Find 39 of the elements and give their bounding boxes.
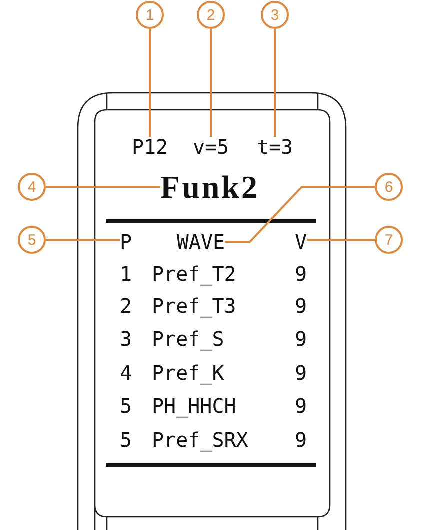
value-text: 9 (294, 396, 308, 416)
row-number: 4 (120, 363, 132, 383)
column-header: WAVE (176, 232, 226, 252)
status-text: t=3 (256, 137, 294, 157)
status-text: P12 (132, 137, 168, 157)
wave-name: Pref_T2 (152, 264, 236, 284)
value-text: 9 (294, 296, 308, 316)
callout-number: 2 (197, 1, 225, 29)
callout-number: 7 (375, 226, 403, 254)
callout-number: 4 (18, 173, 46, 201)
row-number: 2 (120, 296, 132, 316)
status-text: v=5 (192, 137, 230, 157)
program-title: Funk2 (160, 171, 260, 203)
value-text: 9 (294, 430, 308, 450)
callout-number: 6 (375, 173, 403, 201)
value-text: 9 (294, 363, 308, 383)
value-text: 9 (294, 264, 308, 284)
leader-line (46, 186, 161, 188)
wave-name: Pref_T3 (152, 296, 236, 316)
leader-line (210, 29, 212, 137)
leader-line (225, 186, 375, 243)
leader-line (149, 29, 151, 137)
leader-line (46, 239, 120, 241)
row-number: 5 (120, 396, 132, 416)
value-text: 9 (294, 329, 308, 349)
row-number: 1 (120, 264, 132, 284)
leader-line (274, 29, 276, 137)
callout-number: 3 (261, 1, 289, 29)
wave-name: Pref_S (152, 329, 224, 349)
column-header: P (120, 232, 132, 252)
leader-line (307, 239, 375, 241)
wave-name: PH_HHCH (152, 396, 236, 416)
row-number: 3 (120, 329, 132, 349)
wave-name: Pref_K (152, 363, 224, 383)
wave-name: Pref_SRX (152, 430, 248, 450)
callout-number: 5 (18, 226, 46, 254)
column-header: V (294, 232, 308, 252)
callout-number: 1 (136, 1, 164, 29)
row-number: 5 (120, 430, 132, 450)
